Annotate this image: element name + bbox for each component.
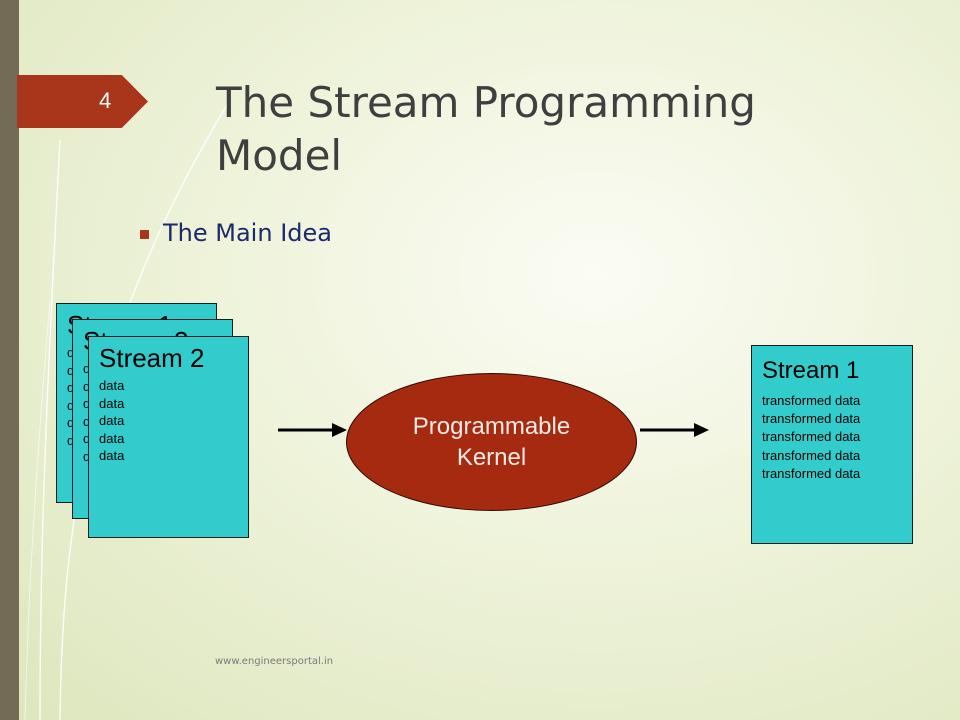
stream-title: Stream 1 [762, 357, 860, 384]
arrow-right-icon [640, 423, 709, 437]
stream-data-line: data [99, 448, 125, 463]
stream-data-line: transformed data [762, 411, 861, 427]
title-line-2: Model [216, 131, 343, 180]
stream-data-line: transformed data [762, 429, 861, 445]
input-stream-front: Stream 2 data data data data data [88, 336, 249, 538]
output-stream: Stream 1 transformed data transformed da… [751, 345, 913, 544]
programmable-kernel: Programmable Kernel [346, 373, 637, 511]
slide-number: 4 [99, 88, 112, 113]
square-bullet-icon [140, 229, 149, 239]
footer-url: www.engineersportal.in [215, 656, 334, 667]
slide-number-badge: 4 [17, 75, 148, 128]
stream-data-line: data [99, 430, 125, 446]
stream-data-line: transformed data [762, 393, 861, 408]
stream-title: Stream 2 [99, 343, 205, 373]
slide-title: The Stream Programming Model [216, 76, 916, 182]
stream-data-line: data [99, 378, 125, 393]
stream-data-line: transformed data [762, 465, 861, 481]
arrow-right-icon [278, 423, 347, 437]
title-line-1: The Stream Programming [216, 78, 756, 127]
bullet-text: The Main Idea [163, 219, 332, 247]
bullet-item: The Main Idea [140, 219, 332, 247]
side-bar [0, 0, 19, 720]
stream-data-line: transformed data [762, 447, 861, 463]
stream-data-line: data [99, 413, 125, 428]
kernel-label-line-1: Programmable [412, 413, 571, 440]
stream-data-line: data [99, 395, 125, 411]
kernel-label-line-2: Kernel [456, 444, 527, 471]
